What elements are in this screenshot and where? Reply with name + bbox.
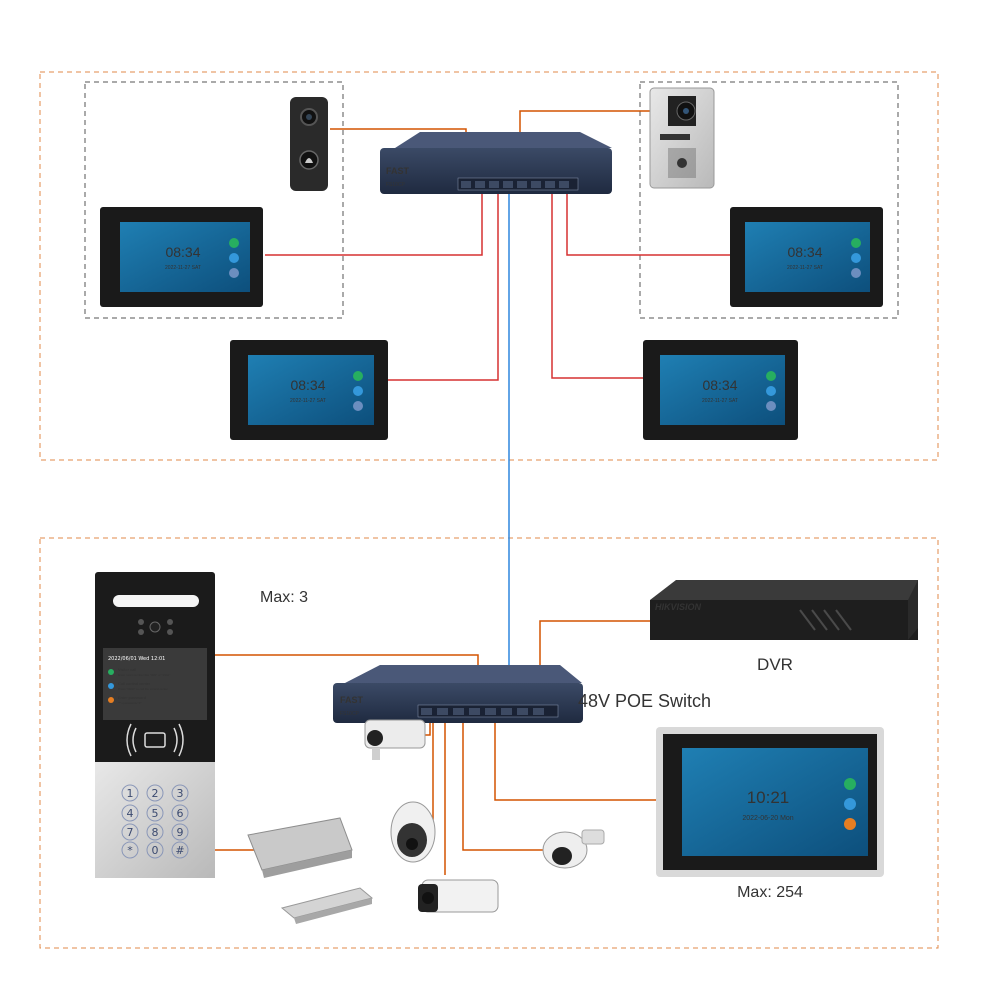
panel-item-1-desc: Enter room number like "803" or "1902" — [118, 673, 170, 677]
monitor-2-date: 2022-11-27 SAT — [290, 398, 326, 404]
lower-poe-switch: FAST FS10CP — [333, 665, 583, 723]
key-3: 3 — [177, 787, 184, 800]
call-icon — [229, 238, 239, 278]
rfid-icon — [126, 723, 184, 757]
monitor-2-time: 08:34 — [290, 377, 325, 393]
main-monitor-time: 10:21 — [747, 788, 790, 807]
monitor-1-time: 08:34 — [165, 244, 200, 260]
magnetic-lock — [247, 817, 374, 924]
message-icon — [844, 798, 856, 810]
lower-switch-ports — [417, 704, 559, 718]
indoor-monitor-2: 08:34 2022-11-27 SAT — [230, 340, 388, 440]
monitor-right-line — [566, 180, 735, 256]
call-icon — [353, 371, 363, 411]
bullet-camera-2 — [418, 879, 499, 913]
indoor-monitor-main: 10:21 2022-06-20 Mon — [656, 727, 884, 877]
panel-item-2-desc: Press "0000" to call the control center — [118, 687, 168, 691]
unlock-icon — [844, 818, 856, 830]
lower-zone-border — [39, 537, 939, 949]
panel-item-1-title: Visitor call — [118, 667, 136, 672]
door-panel-datetime: 2022/06/01 Wed 12:01 — [108, 656, 165, 662]
monitor-3-date: 2022-11-27 SAT — [787, 265, 823, 271]
dome-camera — [542, 829, 605, 869]
monitor-4-date: 2022-11-27 SAT — [702, 398, 738, 404]
turret-camera — [390, 801, 436, 863]
max-indoor-label: Max: 254 — [737, 884, 803, 901]
monitor-center-right-line — [551, 180, 650, 379]
key-9: 9 — [177, 826, 184, 839]
dvr-vents — [799, 609, 852, 631]
indoor-monitor-line — [494, 700, 660, 801]
visitor-call-icon — [108, 669, 114, 675]
dvr-brand: HIKVISION — [655, 602, 702, 612]
dvr-label: DVR — [757, 655, 793, 674]
video-doorbell-right — [649, 87, 715, 189]
key-4: 4 — [127, 807, 134, 820]
bell-icon — [305, 158, 313, 163]
indoor-monitor-1: 08:34 2022-11-27 SAT — [100, 207, 263, 307]
outdoor-door-panel: 2022/06/01 Wed 12:01 Visitor call Enter … — [95, 572, 215, 878]
indoor-monitor-4: 08:34 2022-11-27 SAT — [643, 340, 798, 440]
key-8: 8 — [152, 826, 159, 839]
upper-poe-switch: FAST FS10CP — [380, 132, 612, 194]
lower-switch-brand: FAST — [340, 695, 364, 705]
upper-switch-ports — [457, 177, 579, 191]
dome-cam-line — [462, 700, 545, 851]
upper-switch-brand: FAST — [386, 166, 410, 176]
panel-item-3-title: Enter password — [118, 695, 146, 700]
key-6: 6 — [177, 807, 184, 820]
bullet-camera-1 — [364, 719, 426, 760]
monitor-1-date: 2022-11-27 SAT — [165, 265, 201, 271]
key-star: * — [127, 844, 133, 857]
left-villa-group — [84, 81, 344, 319]
call-icon — [844, 778, 856, 790]
lower-switch-model: FS10CP — [340, 711, 360, 717]
max-outdoor-label: Max: 3 — [260, 589, 308, 606]
key-1: 1 — [127, 787, 134, 800]
keypad: 1 2 3 4 5 6 7 8 9 * 0 # — [121, 784, 189, 859]
control-center-icon — [108, 683, 114, 689]
call-icon — [766, 371, 776, 411]
key-2: 2 — [152, 787, 159, 800]
right-villa-group — [639, 81, 899, 319]
call-icon — [851, 238, 861, 278]
indoor-monitor-3: 08:34 2022-11-27 SAT — [730, 207, 883, 307]
key-7: 7 — [127, 826, 134, 839]
upper-zone-border — [39, 71, 939, 461]
upper-switch-model: FS10CP — [386, 182, 406, 188]
key-5: 5 — [152, 807, 159, 820]
monitor-center-left-line — [388, 180, 499, 381]
video-doorbell-left — [290, 97, 328, 191]
panel-item-3-desc: "*"+password+"#" — [118, 701, 141, 705]
dvr-recorder: HIKVISION — [650, 580, 918, 640]
monitor-left-line — [265, 180, 483, 256]
main-monitor-date: 2022-06-20 Mon — [742, 815, 793, 822]
monitor-4-time: 08:34 — [702, 377, 737, 393]
monitor-3-time: 08:34 — [787, 244, 822, 260]
poe-switch-label: 48V POE Switch — [578, 691, 711, 711]
panel-item-2-title: Call control center — [118, 681, 151, 686]
password-icon — [108, 697, 114, 703]
key-0: 0 — [152, 844, 159, 857]
key-hash: # — [175, 844, 184, 857]
